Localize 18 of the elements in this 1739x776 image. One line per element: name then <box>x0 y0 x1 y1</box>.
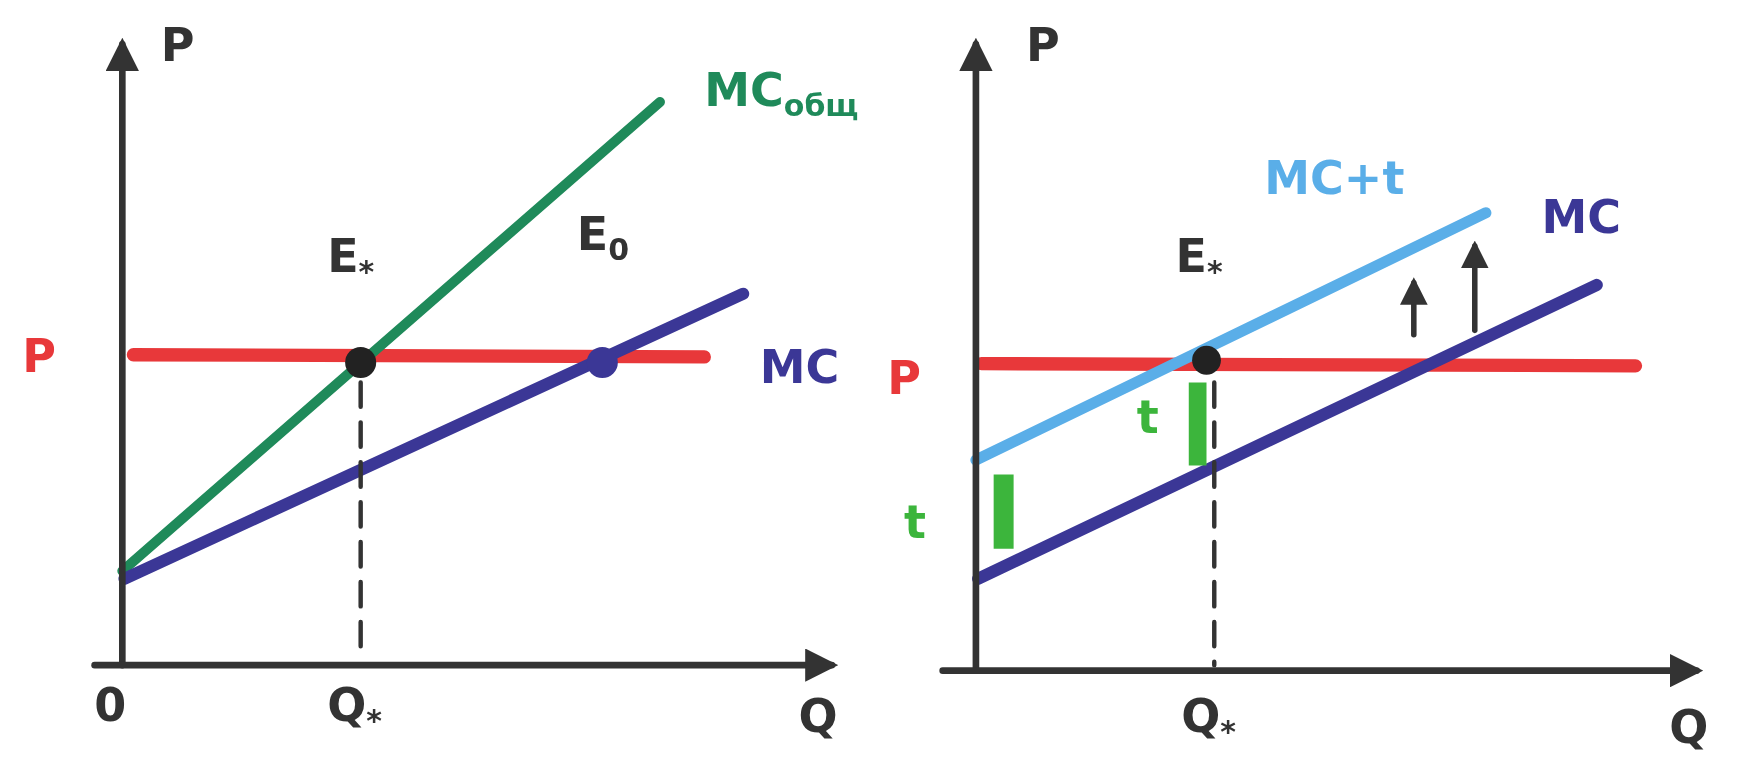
tax-label: t <box>1136 393 1159 440</box>
axis-label: P <box>1025 22 1060 69</box>
curve-label: MC <box>759 343 840 390</box>
axis-label: Q <box>1669 704 1709 751</box>
price-label: P <box>22 332 56 379</box>
axis-label: Q$_{*}$ <box>1181 693 1236 748</box>
point-label: E$_{*}$ <box>327 232 375 288</box>
curve-label: MC$_{общ}$ <box>704 66 859 121</box>
tax-label: t <box>903 499 926 546</box>
axis-label: Q$_{*}$ <box>327 682 382 737</box>
price-label: P <box>887 354 921 401</box>
curve-label: MC+t <box>1264 155 1405 202</box>
axis-label: P <box>160 22 195 69</box>
origin-label: 0 <box>94 682 127 729</box>
point-label: E$_{0}$ <box>576 210 629 265</box>
axis-label: Q <box>798 693 838 740</box>
curve-label: MC <box>1541 194 1622 241</box>
point-label: E$_{*}$ <box>1175 232 1223 288</box>
